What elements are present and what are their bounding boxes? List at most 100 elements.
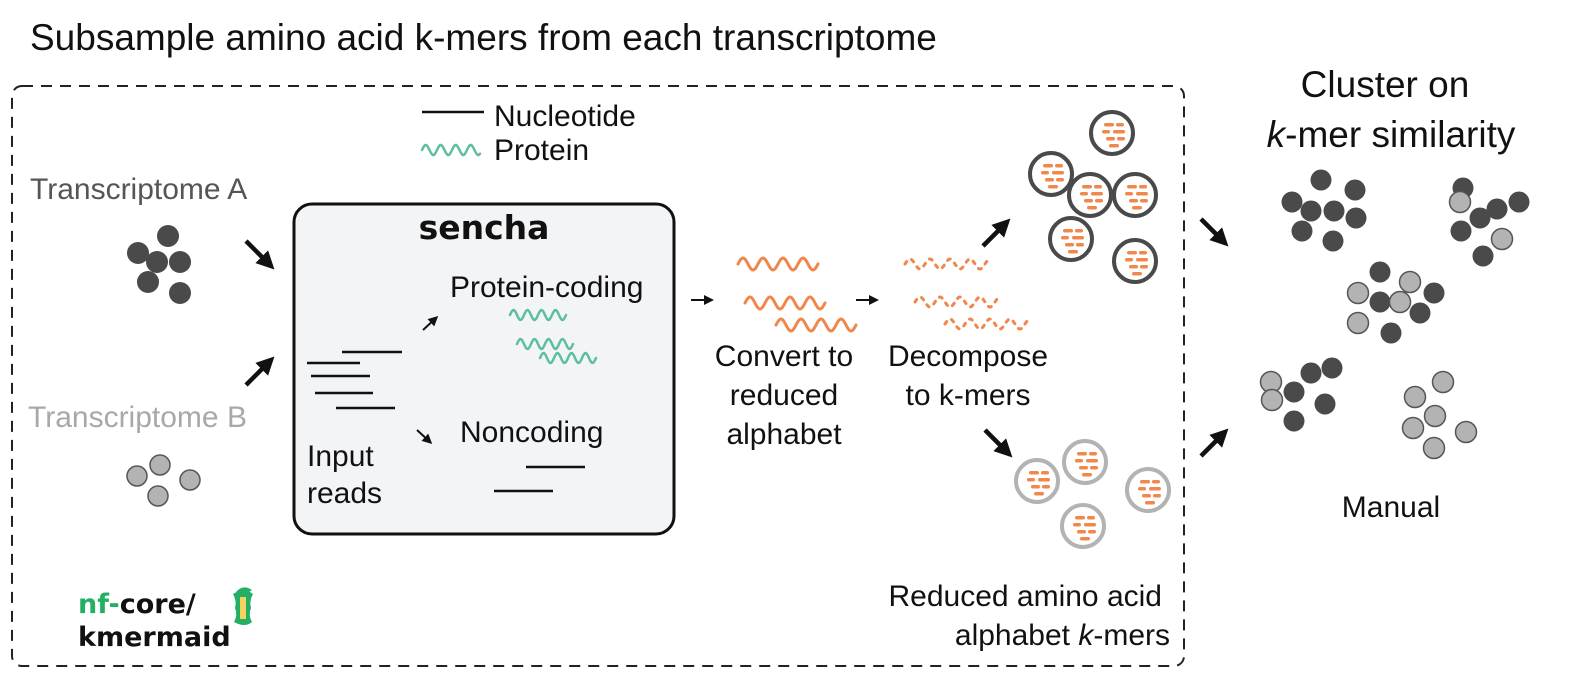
decompose-label-2: to k-mers (905, 379, 1030, 412)
kmer-dash (1113, 130, 1125, 134)
cluster-dot (1431, 370, 1455, 394)
dot (137, 271, 159, 293)
kmer-dash (1080, 537, 1090, 541)
cluster-dot (1283, 410, 1305, 432)
kmer-dash (1106, 137, 1115, 141)
kmer-dash (1129, 199, 1138, 203)
logo-name: kmermaid (78, 622, 231, 653)
legend: Nucleotide Protein (420, 100, 636, 167)
kmer-dash (1079, 466, 1088, 470)
legend-protein-wave (420, 143, 482, 157)
cluster-dot (1403, 385, 1427, 409)
kmer-dash (1094, 185, 1102, 189)
kmer-dash (1029, 471, 1039, 475)
kmer-dash (1075, 516, 1085, 520)
kmer-dash (1073, 523, 1081, 527)
kmer-dash (1129, 265, 1138, 269)
reduced-protein-wave (774, 317, 858, 333)
kmer-dash (1080, 192, 1088, 196)
cell-ring (1060, 503, 1106, 549)
kmer-dash (1031, 485, 1040, 489)
protein-coding-label: Protein-coding (450, 271, 643, 304)
cluster-dot (1344, 179, 1366, 201)
kmers-caption-2c: -mers (1093, 619, 1170, 652)
kmer-dash (1068, 250, 1078, 254)
kmer-dash (1117, 137, 1125, 141)
cluster-dot (1380, 322, 1402, 344)
reduced-protein-wave (743, 295, 827, 311)
kmer-dash (1084, 199, 1093, 203)
kmer-dash (1038, 478, 1050, 482)
cluster-dot (1398, 270, 1422, 294)
dot (157, 225, 179, 247)
arrow-a-to-sencha (244, 239, 275, 270)
dot (127, 242, 149, 264)
cluster-dot (1300, 362, 1322, 384)
legend-protein-label: Protein (494, 134, 589, 167)
kmer-dash (1042, 485, 1050, 489)
arrow-to-coding (422, 315, 439, 331)
dot (126, 465, 148, 487)
kmers-caption-2a: alphabet (955, 619, 1078, 652)
decompose-label-1: Decompose (888, 340, 1048, 373)
kmer-dash (1077, 452, 1087, 456)
arrow-to-sample-b-kmers (983, 428, 1013, 458)
dot (149, 454, 171, 476)
legend-nucleotide-label: Nucleotide (494, 100, 636, 133)
kmer-dotted-wave (903, 257, 991, 271)
kmer-dash (1048, 185, 1058, 189)
kmer-dash (1132, 206, 1142, 210)
cluster-dot (1321, 357, 1343, 379)
noncoding-label: Noncoding (460, 416, 603, 449)
logo-nf: nf (78, 589, 109, 620)
kmer-cell (1014, 458, 1060, 504)
kmer-cell (1062, 439, 1108, 485)
input-reads-label-2: reads (307, 477, 382, 510)
cluster-title-2b: -mer similarity (1285, 114, 1516, 155)
kmer-dash (1056, 178, 1064, 182)
kmer-dash (1082, 185, 1092, 189)
kmer-dash (1084, 523, 1096, 527)
kmer-cell (1089, 110, 1135, 156)
cluster-dot (1322, 230, 1344, 252)
dot (169, 251, 191, 273)
kmer-dash (1065, 243, 1074, 247)
coding-protein-wave (538, 351, 598, 365)
cell-ring (1067, 172, 1113, 218)
cell-ring (1089, 110, 1135, 156)
cluster-dot (1310, 169, 1332, 191)
kmer-dash (1027, 478, 1035, 482)
cluster-dot (1490, 227, 1514, 251)
input-read-lines (307, 350, 402, 410)
kmer-dash (1088, 530, 1096, 534)
kmer-dash (1140, 199, 1148, 203)
kmer-cell (1028, 151, 1074, 197)
cluster-dot (1346, 281, 1370, 305)
cell-ring (1062, 439, 1108, 485)
cluster-dot (1369, 261, 1391, 283)
kmer-dash (1095, 199, 1103, 203)
kmer-dash (1152, 480, 1160, 484)
transcriptome-a-label: Transcriptome A (30, 173, 247, 206)
manual-label: Manual (1342, 491, 1440, 524)
cluster-dot (1454, 420, 1478, 444)
arrow-to-cluster-top (1199, 217, 1229, 247)
kmer-dash (1132, 272, 1142, 276)
kmer-dash (1140, 480, 1150, 484)
kmer-dash (1102, 130, 1110, 134)
sencha-title: sencha (419, 208, 550, 247)
kmer-dash (1089, 452, 1097, 456)
kmer-dash (1082, 473, 1092, 477)
kmer-cell (1112, 172, 1158, 218)
cluster-dot (1409, 302, 1431, 324)
convert-label-3: alphabet (726, 418, 842, 451)
kmer-dash (1125, 192, 1133, 196)
cluster-dot (1388, 290, 1412, 314)
kmer-cell (1125, 467, 1171, 513)
cell-ring (1125, 467, 1171, 513)
cell-ring (1112, 238, 1158, 284)
convert-label-1: Convert to (715, 340, 853, 373)
kmer-dash (1041, 171, 1049, 175)
kmer-dash (1140, 265, 1148, 269)
